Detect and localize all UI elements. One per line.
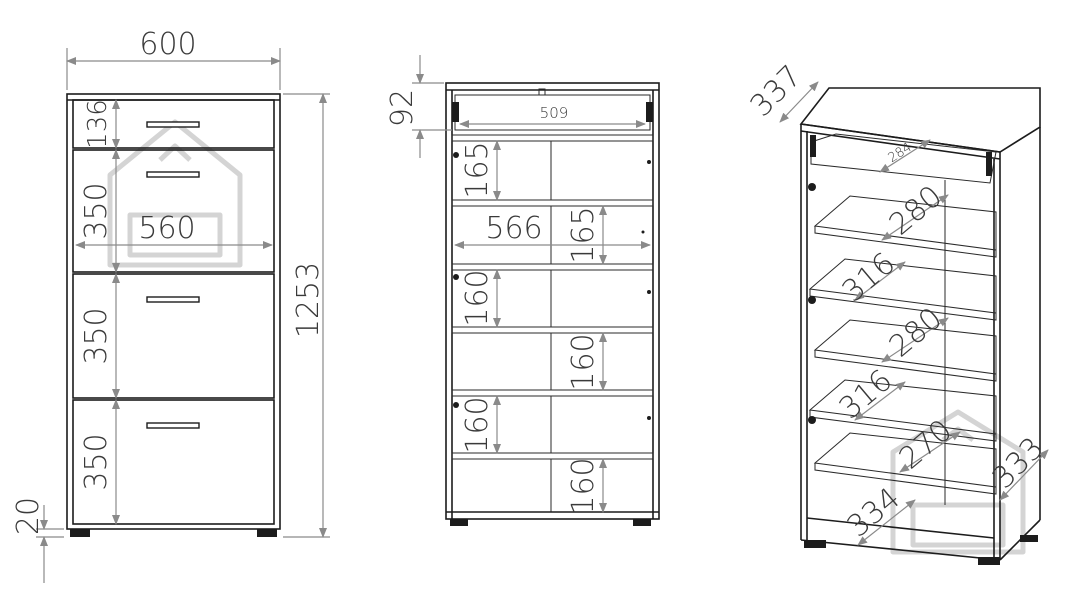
dim-drawer-1: 136 xyxy=(83,99,113,149)
dim-drawer-4: 350 xyxy=(79,433,114,490)
dim-front-width: 600 xyxy=(139,27,196,62)
perspective-foot-left xyxy=(804,540,826,548)
dim-front-height: 1253 xyxy=(291,262,326,338)
front-drawer-2 xyxy=(72,149,275,273)
front-cabinet-outline xyxy=(66,93,281,530)
front-foot-left xyxy=(70,529,90,537)
dim-shelf-2: 165 xyxy=(566,206,601,263)
front-view: 600 1253 136 350 350 350 560 20 xyxy=(11,27,330,583)
dim-shelf-3: 160 xyxy=(460,269,495,326)
perspective-top-drawer xyxy=(810,133,997,184)
dim-drawer-3: 350 xyxy=(79,307,114,364)
front-drawer-4 xyxy=(72,399,275,525)
dim-drawer-2: 350 xyxy=(79,182,114,239)
front-foot-right xyxy=(257,529,277,537)
section-shelves xyxy=(451,134,654,460)
dim-section-top-width: 509 xyxy=(540,104,569,122)
section-cabinet-outline xyxy=(445,82,660,520)
dim-shelf-6: 160 xyxy=(566,457,601,514)
front-drawer-3 xyxy=(72,273,275,399)
dim-perspective-shelf-d: 316 xyxy=(833,363,899,427)
dim-section-inner-width: 566 xyxy=(485,211,542,246)
section-foot-left xyxy=(450,519,468,526)
perspective-view: 337 284 280 316 280 316 270 334 333 xyxy=(744,59,1051,565)
dim-shelf-1: 165 xyxy=(460,141,495,198)
dim-front-inner-width: 560 xyxy=(138,211,195,246)
dim-plinth: 20 xyxy=(11,497,46,535)
section-view: 92 509 566 165 165 160 160 160 160 xyxy=(385,55,660,526)
perspective-foot-right xyxy=(978,557,1000,565)
dim-perspective-depth: 337 xyxy=(744,59,809,124)
handle-3 xyxy=(146,296,200,303)
perspective-top xyxy=(799,87,1041,153)
dim-shelf-4: 160 xyxy=(566,333,601,390)
dim-perspective-bottom-depth: 334 xyxy=(841,481,907,545)
front-drawer-1 xyxy=(72,99,275,149)
handle-4 xyxy=(146,422,200,429)
handle-2 xyxy=(146,171,200,178)
dim-section-top-height: 92 xyxy=(385,89,420,127)
dim-shelf-5: 160 xyxy=(460,396,495,453)
handle-1 xyxy=(146,121,200,128)
section-foot-right xyxy=(633,519,651,526)
perspective-shelves xyxy=(808,195,997,495)
